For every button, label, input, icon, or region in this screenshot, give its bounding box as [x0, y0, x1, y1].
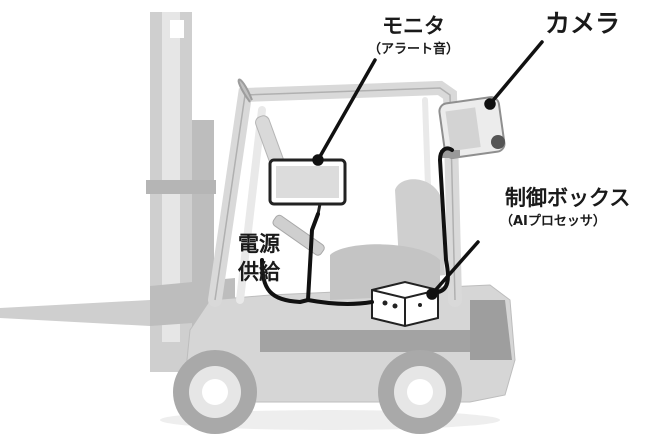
power-label-line2: 供給 — [238, 260, 280, 284]
control-box-sublabel: （AIプロセッサ） — [500, 214, 606, 229]
control-box-label: 制御ボックス — [505, 186, 631, 210]
cab-outline — [214, 87, 456, 301]
cables — [260, 146, 454, 306]
monitor-sublabel: （アラート音） — [368, 42, 460, 57]
camera-device — [438, 96, 506, 159]
roof-hook — [237, 78, 253, 103]
camera-label: カメラ — [545, 9, 621, 38]
power-label-line1: 電源 — [238, 232, 280, 256]
front-wheel — [173, 350, 257, 434]
monitor-device — [268, 158, 347, 215]
seat — [330, 179, 445, 300]
control-box-device — [371, 280, 439, 328]
monitor-label: モニタ — [382, 14, 445, 38]
rear-wheel — [378, 350, 462, 434]
leader-lines — [312, 40, 544, 300]
